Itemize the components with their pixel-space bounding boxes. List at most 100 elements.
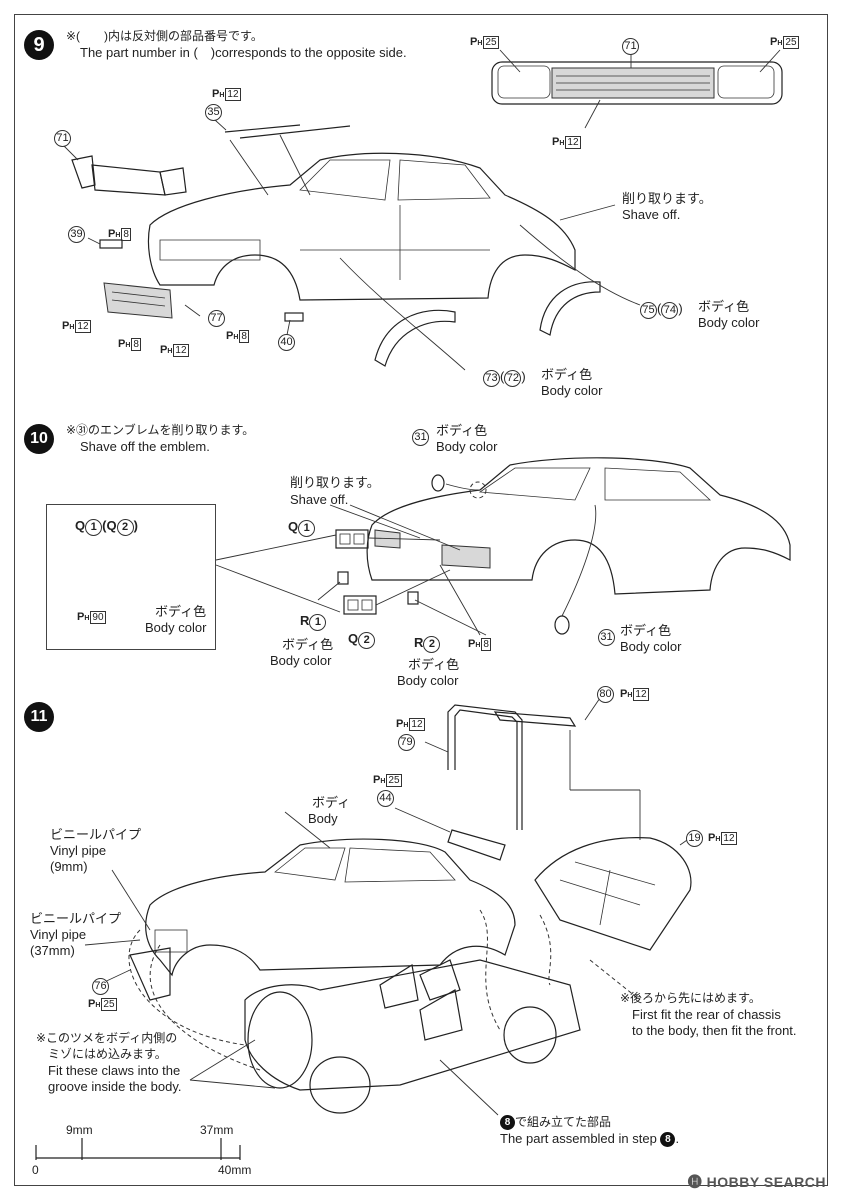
step10-shave-en: Shave off.	[290, 492, 349, 507]
step9-note-en: The part number in ( )corresponds to the…	[80, 45, 407, 60]
scale-label-0: 0	[32, 1163, 39, 1177]
page-frame	[14, 14, 828, 1186]
vinyl37-size: (37mm)	[30, 943, 75, 958]
inset-body-color-jp: ボディ色	[155, 604, 207, 619]
fender-flare-73	[374, 309, 456, 367]
step-10-badge: 10	[24, 424, 54, 454]
part-number-77: 77	[208, 310, 225, 327]
step10-note-jp: ※㉛のエンブレムを削り取ります。	[66, 423, 255, 437]
step9-shave-jp: 削り取ります。	[622, 191, 712, 206]
step9-note-jp: ※( )内は反対側の部品番号です。	[66, 29, 263, 43]
step10-note-en: Shave off the emblem.	[80, 439, 210, 454]
step10-body-color-en-a: Body color	[436, 439, 498, 454]
fender-flare-75	[539, 281, 601, 336]
vinyl37-en: Vinyl pipe	[30, 927, 87, 942]
part-39	[99, 239, 123, 249]
vinyl9-en: Vinyl pipe	[50, 843, 107, 858]
rear-seat-19	[534, 837, 692, 951]
part-number-r2: 2	[423, 636, 441, 653]
step10-body-color-jp-r2: ボディ色	[408, 657, 460, 672]
step9-body-color-en-b: Body color	[541, 383, 603, 398]
emblem-31-bottom	[554, 615, 570, 635]
part-number-75: 75	[640, 302, 657, 319]
part-76	[129, 947, 171, 1001]
step9-body-color-en-a: Body color	[698, 315, 760, 330]
chassis-assembly	[244, 959, 581, 1114]
claws-note-en-2: groove inside the body.	[48, 1079, 182, 1094]
assembled-note-en: The part assembled in step 8.	[500, 1131, 680, 1148]
step9-body-color-jp-b: ボディ色	[541, 367, 593, 382]
step10-body-color-jp-b: ボディ色	[620, 623, 672, 638]
part-number-r1: 1	[309, 614, 327, 631]
step-11-badge: 11	[24, 702, 54, 732]
vinyl9-jp: ビニールパイプ	[50, 827, 142, 842]
step10-body-color-jp-a: ボディ色	[436, 423, 488, 438]
fit-note-en-1: First fit the rear of chassis	[632, 1007, 781, 1022]
part-number-40: 40	[278, 334, 295, 351]
part-number-71-left: 71	[54, 130, 71, 147]
part-number-76: 76	[92, 978, 109, 995]
part-number-44: 44	[377, 790, 394, 807]
part-number-q1: 1	[298, 520, 316, 537]
part-number-q2: 2	[358, 632, 376, 649]
part-71-left	[71, 155, 187, 196]
fit-note-jp: ※後ろから先にはめます。	[620, 991, 761, 1005]
part-number-72: 72	[504, 370, 522, 387]
part-73-72-label: 73(72)	[483, 368, 526, 387]
step10-shave-jp: 削り取ります。	[290, 475, 380, 490]
grille-part-71	[491, 61, 783, 105]
part-number-71-top: 71	[622, 38, 639, 55]
vinyl37-jp: ビニールパイプ	[30, 911, 122, 926]
step9-body-color-jp-a: ボディ色	[698, 299, 750, 314]
part-number-39: 39	[68, 226, 85, 243]
part-75-74-label: 75(74)	[640, 300, 683, 319]
fit-note-en-2: to the body, then fit the front.	[632, 1023, 797, 1038]
step10-body-color-jp-r: ボディ色	[282, 637, 334, 652]
taillight-part-q2	[343, 595, 377, 615]
inset-q1-number: 1	[85, 519, 103, 536]
part-r2	[407, 591, 419, 605]
scale-bar	[35, 1138, 241, 1160]
scale-label-9mm: 9mm	[66, 1123, 93, 1137]
part-r1	[337, 571, 349, 585]
part-number-31-bottom: 31	[598, 629, 615, 646]
claws-note-jp-2: ミゾにはめ込みます。	[48, 1047, 167, 1061]
part-number-80: 80	[597, 686, 614, 703]
scale-label-40mm: 40mm	[218, 1163, 252, 1177]
assembled-step-badge-en: 8	[660, 1132, 676, 1148]
part-40	[284, 312, 304, 322]
claws-note-en-1: Fit these claws into the	[48, 1063, 181, 1078]
step10-body-color-en-b: Body color	[620, 639, 682, 654]
inset-q2-number: 2	[116, 519, 134, 536]
step-9-badge: 9	[24, 30, 54, 60]
vinyl9-size: (9mm)	[50, 859, 88, 874]
part-number-74: 74	[661, 302, 679, 319]
car-body-step11	[145, 838, 516, 977]
part-44	[447, 829, 506, 861]
inset-body-color-en: Body color	[145, 620, 207, 635]
body-label-jp: ボディ	[312, 795, 351, 810]
claws-note-jp-1: ※このツメをボディ内側の	[36, 1031, 178, 1045]
emblem-31-top	[431, 474, 445, 492]
taillight-part-q1	[335, 529, 369, 549]
step10-body-color-en-r: Body color	[270, 653, 332, 668]
part-number-19: 19	[686, 830, 703, 847]
